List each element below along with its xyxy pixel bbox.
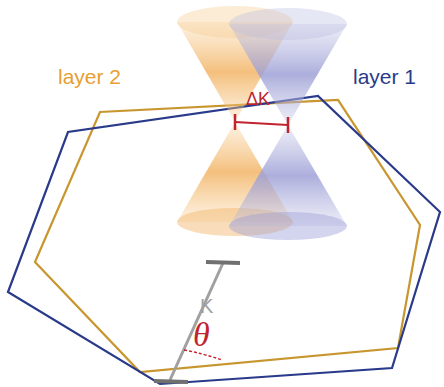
cone-top xyxy=(229,8,347,40)
cone-bottom xyxy=(229,212,347,240)
delta-k-label: ΔK xyxy=(246,90,270,108)
layer-label: layer 2 xyxy=(58,66,121,87)
k-cap xyxy=(154,381,188,382)
delta-k-line xyxy=(235,122,288,125)
k-label: K xyxy=(200,296,213,316)
hexagon-layer2 xyxy=(35,100,420,372)
layer-label: layer 1 xyxy=(353,66,416,87)
hexagon-layer1 xyxy=(8,96,440,384)
k-vector xyxy=(170,263,223,380)
k-cap xyxy=(206,262,240,263)
angle-label: θ xyxy=(193,318,210,352)
delta-k-tick xyxy=(287,117,290,133)
cone-lower-layer1 xyxy=(229,125,347,226)
delta-k-tick xyxy=(234,114,237,130)
